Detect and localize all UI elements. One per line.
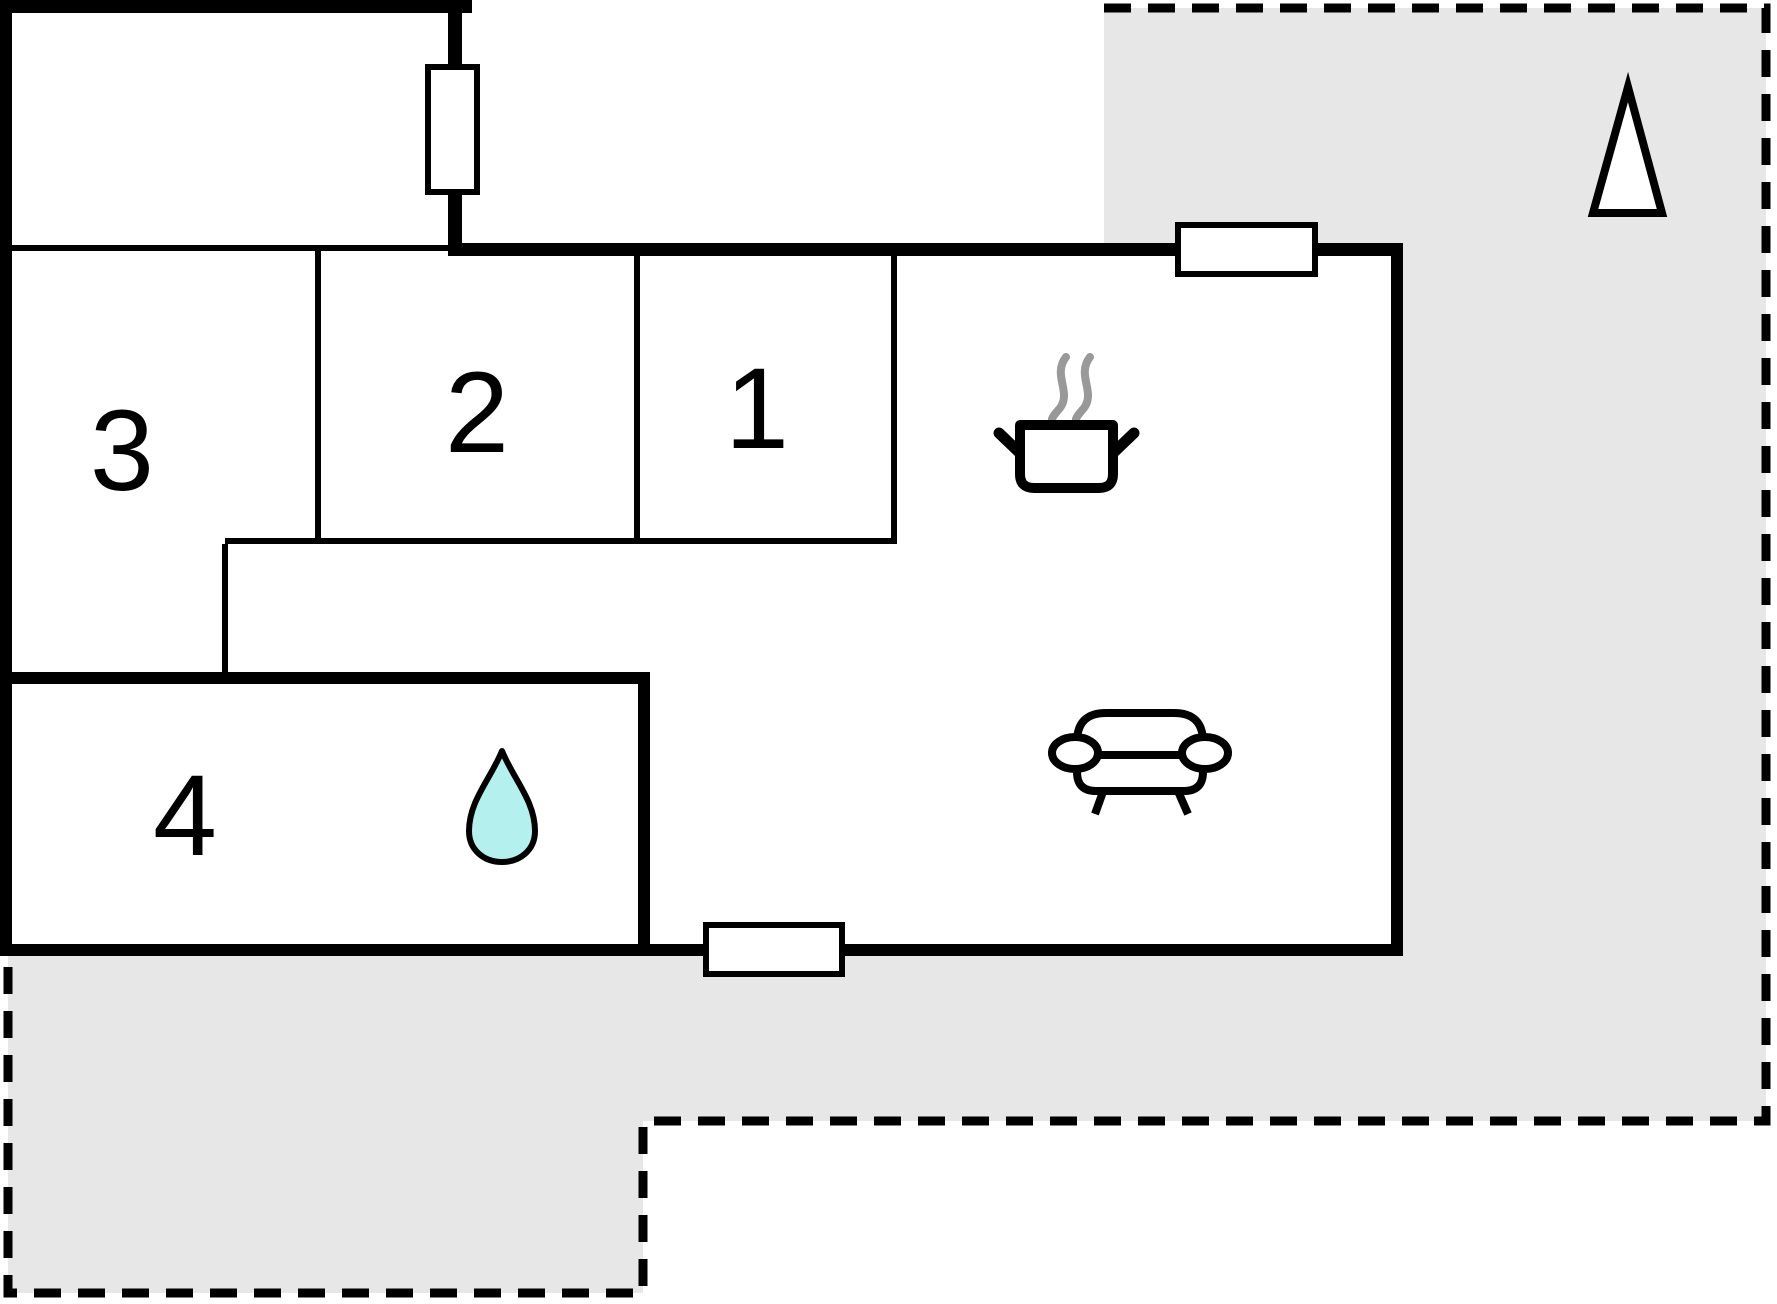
terrace-dashed-border <box>3 3 1771 1298</box>
tree-triangle-shape <box>1587 71 1668 217</box>
terrace-area <box>3 3 1771 1298</box>
cooking-pot-icon <box>993 353 1140 493</box>
window-top <box>1175 222 1318 277</box>
wall-top-left-room-right-upper <box>448 0 462 67</box>
room-labels: 1 2 3 4 <box>90 345 789 880</box>
wall-under-top-left-room <box>8 245 450 251</box>
wall-room3-room2-divider <box>315 251 321 544</box>
wall-top-exterior <box>448 243 1403 256</box>
terrace-surface <box>8 8 1766 1293</box>
steam-right <box>1072 353 1094 423</box>
wall-right-exterior <box>1391 243 1403 956</box>
sofa-armrest-right <box>1178 733 1232 773</box>
wall-top-left-room-right-lower <box>448 192 462 256</box>
window-bottom <box>703 922 845 977</box>
wall-rooms-bottom <box>225 538 897 544</box>
wall-left-exterior <box>0 0 12 956</box>
tree-triangle-icon <box>1587 71 1668 217</box>
room-3-label: 3 <box>90 387 154 515</box>
water-drop-shape <box>466 748 538 865</box>
sofa-seat <box>1073 751 1207 795</box>
wall-bath-right <box>638 672 650 956</box>
wall-room1-right <box>891 256 897 544</box>
pot-body <box>1015 420 1118 493</box>
steam-left <box>1048 353 1070 423</box>
house-walls <box>0 0 1403 956</box>
window-left-room <box>425 64 480 195</box>
room-2-label: 2 <box>445 349 509 477</box>
sofa-armrest-left <box>1048 733 1102 773</box>
room-1-label: 1 <box>725 345 789 473</box>
wall-room3-step <box>222 544 228 678</box>
wall-bottom-exterior <box>0 944 1403 956</box>
water-drop-icon <box>466 748 538 865</box>
wall-room4-bath-top <box>0 672 650 684</box>
wall-top-left-room-top <box>0 0 472 13</box>
room-4-label: 4 <box>153 752 217 880</box>
wall-room2-room1-divider <box>634 256 640 544</box>
sofa-icon <box>1048 709 1232 816</box>
windows <box>425 64 1318 977</box>
